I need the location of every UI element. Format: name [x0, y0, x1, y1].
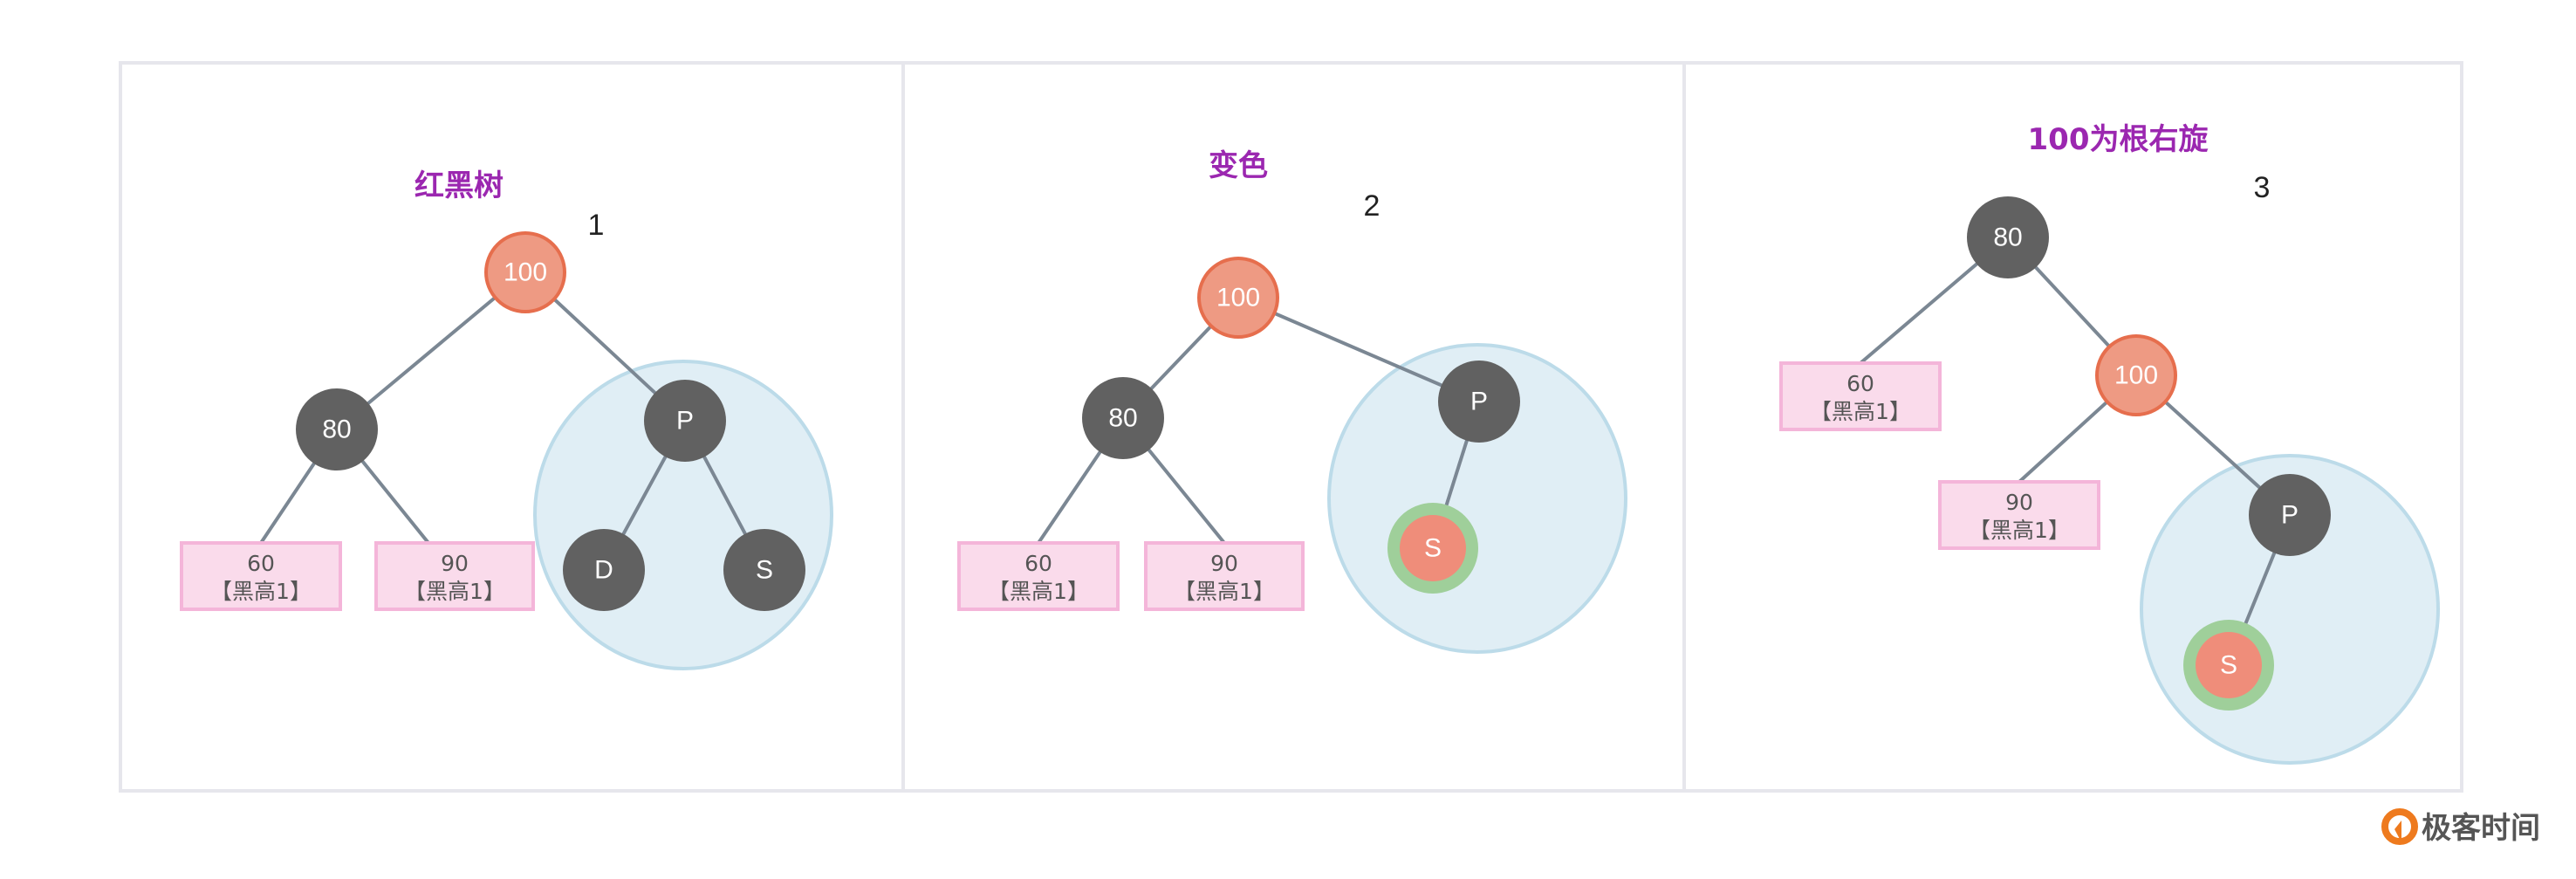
node-80-black: 80	[296, 388, 378, 470]
step-number: 1	[588, 209, 605, 242]
leaf-label: 【黑高1】	[1174, 579, 1275, 604]
node-label: P	[1470, 388, 1488, 416]
leaf-value: 90	[1210, 551, 1238, 576]
panel-3: 100为根右旋 3 80 100 P S 60 【黑高1】 90 【黑高1】	[1779, 122, 2440, 765]
leaf-value: 60	[247, 551, 275, 576]
node-label: 100	[1216, 284, 1260, 312]
node-label: 100	[504, 258, 547, 287]
node-label: D	[594, 556, 613, 585]
logo-text: 极客时间	[2422, 811, 2540, 846]
panel-2: 变色 2 100 80 P S 60 【黑高1】 90 【黑高1】	[957, 148, 1627, 654]
edge	[1237, 296, 1480, 403]
node-s-red-highlighted: S	[2183, 620, 2274, 711]
node-label: S	[1424, 534, 1442, 563]
leaf-box-60: 60 【黑高1】	[180, 541, 342, 611]
node-s-black: S	[723, 529, 805, 611]
leaf-label: 【黑高1】	[988, 579, 1089, 604]
panel-title: 变色	[1209, 148, 1268, 183]
node-label: 80	[322, 415, 351, 444]
node-p-black: P	[1438, 361, 1520, 443]
node-100-red: 100	[2095, 334, 2177, 416]
leaf-label: 【黑高1】	[1969, 518, 2070, 543]
leaf-box-90: 90 【黑高1】	[374, 541, 535, 611]
node-s-red-highlighted: S	[1387, 503, 1478, 594]
node-label: S	[2220, 651, 2237, 680]
leaf-value: 90	[2005, 490, 2033, 515]
step-number: 2	[1364, 189, 1380, 223]
leaf-value: 60	[1024, 551, 1052, 576]
node-label: 80	[1108, 404, 1137, 433]
step-number: 3	[2254, 171, 2271, 204]
logo-icon	[2381, 808, 2418, 845]
leaf-value: 60	[1846, 371, 1874, 396]
geektime-logo: 极客时间	[2381, 808, 2540, 846]
node-d-black: D	[563, 529, 645, 611]
leaf-label: 【黑高1】	[404, 579, 505, 604]
node-label: 100	[2114, 361, 2158, 390]
leaf-box-60: 60 【黑高1】	[957, 541, 1120, 611]
leaf-label: 【黑高1】	[210, 579, 312, 604]
panel-title: 红黑树	[414, 168, 504, 203]
panel-1: 红黑树 1 100 80 P D S 60 【黑高1】 90 【黑高1】	[180, 168, 833, 670]
leaf-box-90: 90 【黑高1】	[1938, 480, 2100, 550]
leaf-box-60: 60 【黑高1】	[1779, 361, 1942, 431]
node-label: 80	[1993, 223, 2022, 252]
node-p-black: P	[644, 380, 726, 462]
node-label: P	[2281, 501, 2299, 530]
panel-title: 100为根右旋	[2028, 122, 2209, 157]
node-80-black: 80	[1082, 377, 1164, 459]
leaf-label: 【黑高1】	[1810, 399, 1911, 424]
node-80-black: 80	[1967, 196, 2049, 278]
node-100-red: 100	[484, 231, 566, 313]
leaf-value: 90	[441, 551, 469, 576]
leaf-box-90: 90 【黑高1】	[1144, 541, 1305, 611]
diagram-frame	[119, 61, 2463, 793]
node-100-red: 100	[1197, 257, 1279, 339]
node-label: S	[756, 556, 773, 585]
node-label: P	[676, 407, 694, 436]
node-p-black: P	[2249, 474, 2331, 556]
